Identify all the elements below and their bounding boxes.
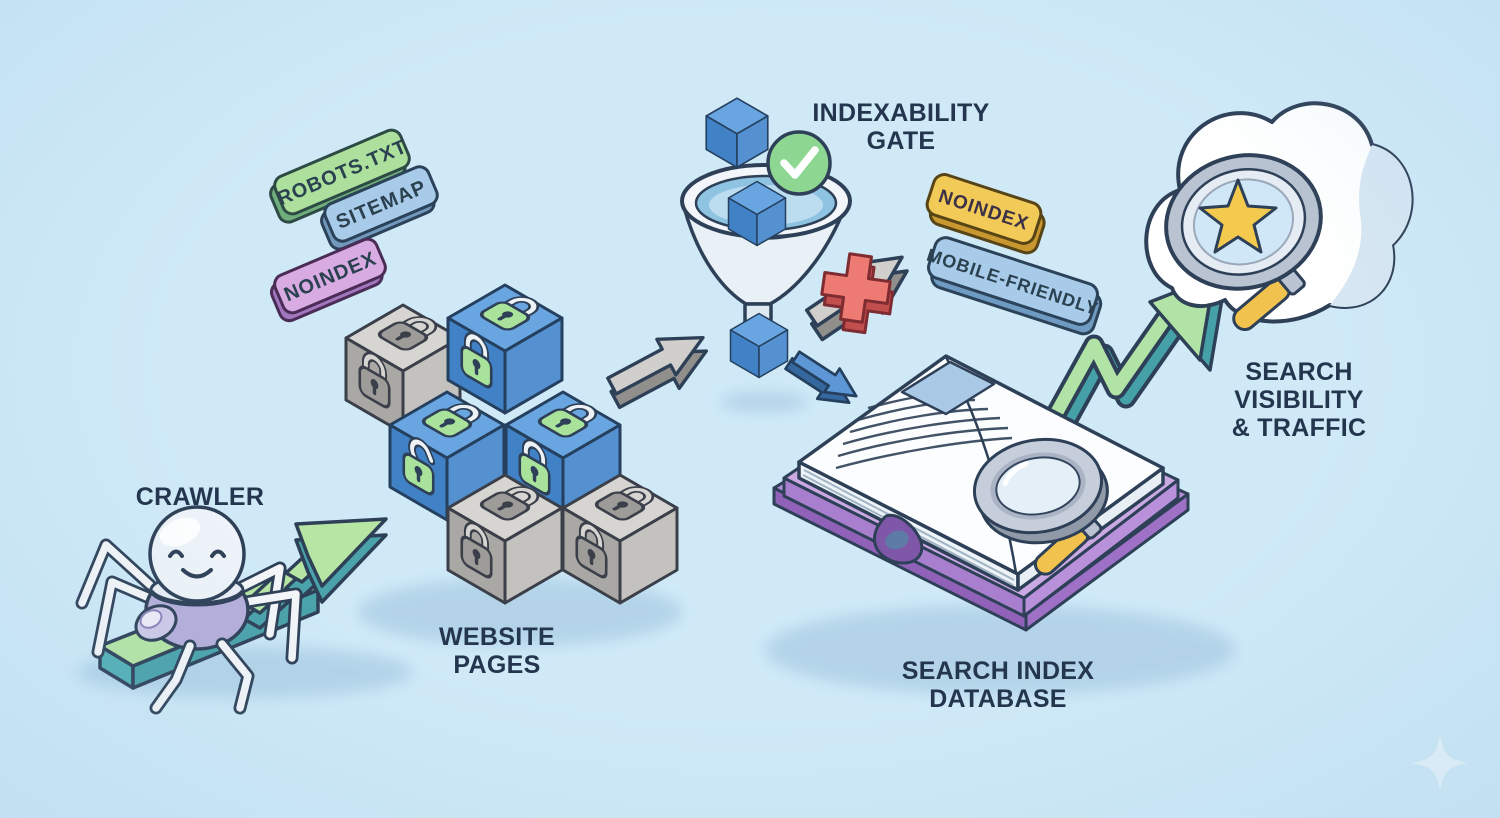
book-image-placeholder <box>900 360 996 416</box>
sparkle-icon <box>1412 735 1468 791</box>
arrow-to-funnel-icon <box>600 318 718 419</box>
book-bookmark <box>873 513 924 565</box>
website-pages-label: WEBSITE PAGES <box>439 623 555 679</box>
crawler-face <box>168 549 226 579</box>
indexed-cube-icon <box>729 312 789 379</box>
indexability-gate-label: INDEXABILITY GATE <box>812 99 990 155</box>
tag-mobile-friendly: MOBILE-FRIENDLY <box>924 236 1103 336</box>
magnifying-glass-icon <box>972 437 1109 576</box>
cube-falling-into-funnel <box>705 97 769 169</box>
search-cloud-icon <box>1144 101 1414 331</box>
website-pages-cubes-icon <box>344 283 679 605</box>
funnel-gate-icon <box>680 97 852 352</box>
crawler-label: CRAWLER <box>135 483 265 511</box>
search-index-database-label: SEARCH INDEX DATABASE <box>901 657 1095 713</box>
star-icon <box>1198 178 1278 254</box>
open-book-database-icon <box>772 354 1190 632</box>
crawler-camera-lens <box>134 604 178 642</box>
tag-noindex-gate: NOINDEX <box>925 173 1046 255</box>
crawler-spider-robot-icon <box>75 505 303 715</box>
search-visibility-label: SEARCH VISIBILITY & TRAFFIC <box>1231 358 1367 442</box>
shadows <box>77 392 1235 698</box>
check-circle-icon <box>766 130 832 196</box>
cloud-magnifier <box>1164 153 1323 331</box>
tag-noindex-meta: NOINDEX <box>269 237 387 323</box>
